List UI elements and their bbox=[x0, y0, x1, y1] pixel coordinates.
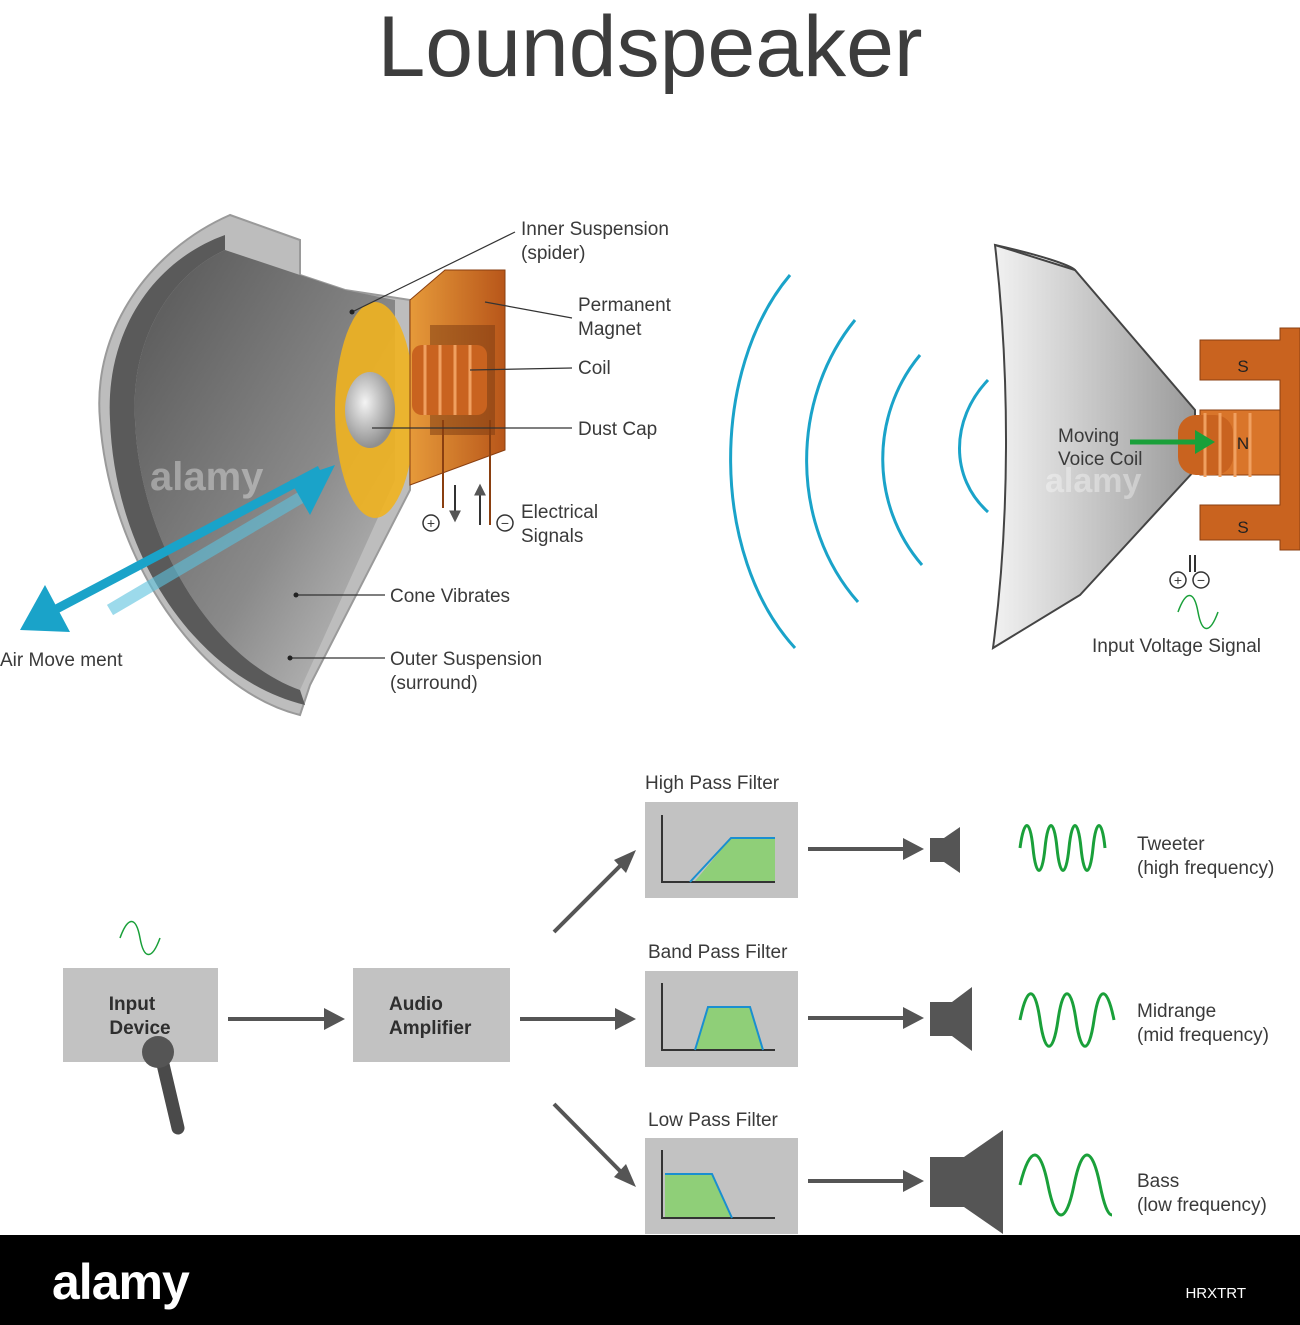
midrange-speaker-icon bbox=[930, 987, 972, 1051]
input-device-label: Input bbox=[109, 994, 156, 1015]
band-pass-title: Band Pass Filter bbox=[648, 942, 788, 963]
bass-label: Bass bbox=[1137, 1171, 1179, 1192]
low-pass-filter: Low Pass Filter bbox=[645, 1110, 798, 1234]
side-terminal-plus: + bbox=[1174, 572, 1182, 588]
side-terminal-minus: − bbox=[1197, 572, 1205, 588]
label-moving-voice-coil-sub: Voice Coil bbox=[1058, 449, 1143, 470]
voice-coil bbox=[412, 345, 487, 415]
watermark-left: alamy bbox=[150, 455, 264, 499]
terminal-minus: − bbox=[501, 515, 509, 531]
input-device-box bbox=[63, 968, 218, 1062]
label-inner-suspension-sub: (spider) bbox=[521, 243, 585, 264]
label-outer-suspension-sub: (surround) bbox=[390, 673, 478, 694]
label-input-voltage-signal: Input Voltage Signal bbox=[1092, 636, 1261, 657]
sound-waves bbox=[729, 274, 990, 650]
cutaway-leader-lines bbox=[290, 231, 573, 659]
label-air-movement: Air Move ment bbox=[0, 650, 123, 671]
input-signal-sine-icon bbox=[1177, 594, 1219, 630]
audio-amplifier-label: Audio bbox=[389, 994, 443, 1015]
label-dust-cap: Dust Cap bbox=[578, 419, 657, 440]
tweeter-range: (high frequency) bbox=[1137, 858, 1274, 879]
midrange-waveform-icon bbox=[1018, 992, 1116, 1048]
audio-amplifier-box bbox=[353, 968, 510, 1062]
label-moving-voice-coil: Moving bbox=[1058, 426, 1119, 447]
bass-range: (low frequency) bbox=[1137, 1195, 1267, 1216]
band-pass-filter: Band Pass Filter bbox=[645, 942, 798, 1067]
tweeter-waveform-icon bbox=[1018, 824, 1107, 872]
air-movement-arrow-in bbox=[106, 489, 309, 616]
audio-amplifier-label-sub: Amplifier bbox=[389, 1018, 472, 1039]
footer-logo: alamy bbox=[52, 1254, 190, 1310]
terminal-plus: + bbox=[427, 515, 435, 531]
label-electrical-signals: Electrical bbox=[521, 502, 598, 523]
bass-speaker-icon bbox=[930, 1130, 1003, 1234]
watermark-right: alamy bbox=[1045, 462, 1141, 500]
pole-s-top: S bbox=[1237, 357, 1248, 376]
label-permanent-magnet: Permanent bbox=[578, 295, 672, 316]
input-device-label-sub: Device bbox=[109, 1018, 170, 1039]
speaker-cone bbox=[134, 250, 395, 690]
dust-cap bbox=[345, 372, 395, 448]
midrange-label: Midrange bbox=[1137, 1001, 1216, 1022]
footer-bar: alamy HRXTRT bbox=[0, 1235, 1300, 1325]
microphone-icon bbox=[142, 1036, 185, 1135]
tweeter-speaker-icon bbox=[930, 827, 960, 873]
high-pass-filter: High Pass Filter bbox=[645, 773, 798, 898]
low-pass-title: Low Pass Filter bbox=[648, 1110, 779, 1131]
label-electrical-signals-sub: Signals bbox=[521, 526, 583, 547]
label-coil: Coil bbox=[578, 358, 611, 379]
label-outer-suspension: Outer Suspension bbox=[390, 649, 542, 670]
high-pass-title: High Pass Filter bbox=[645, 773, 780, 794]
side-cone bbox=[991, 243, 1196, 650]
speaker-cutaway: + − bbox=[20, 213, 514, 717]
input-sine-icon bbox=[119, 920, 161, 956]
air-movement-arrow-out bbox=[42, 466, 323, 619]
page-title: Loundspeaker bbox=[377, 0, 922, 95]
bass-waveform-icon bbox=[1018, 1153, 1113, 1217]
label-cone-vibrates: Cone Vibrates bbox=[390, 586, 510, 607]
speaker-side-view: + − bbox=[991, 243, 1300, 650]
pole-s-bottom: S bbox=[1237, 518, 1248, 537]
label-inner-suspension: Inner Suspension bbox=[521, 219, 669, 240]
label-permanent-magnet-sub: Magnet bbox=[578, 319, 642, 340]
pole-n: N bbox=[1237, 434, 1249, 453]
footer-image-code: HRXTRT bbox=[1185, 1285, 1246, 1302]
tweeter-label: Tweeter bbox=[1137, 834, 1205, 855]
midrange-range: (mid frequency) bbox=[1137, 1025, 1269, 1046]
arrow-to-high-pass bbox=[552, 860, 626, 934]
arrow-to-low-pass bbox=[552, 1102, 626, 1177]
